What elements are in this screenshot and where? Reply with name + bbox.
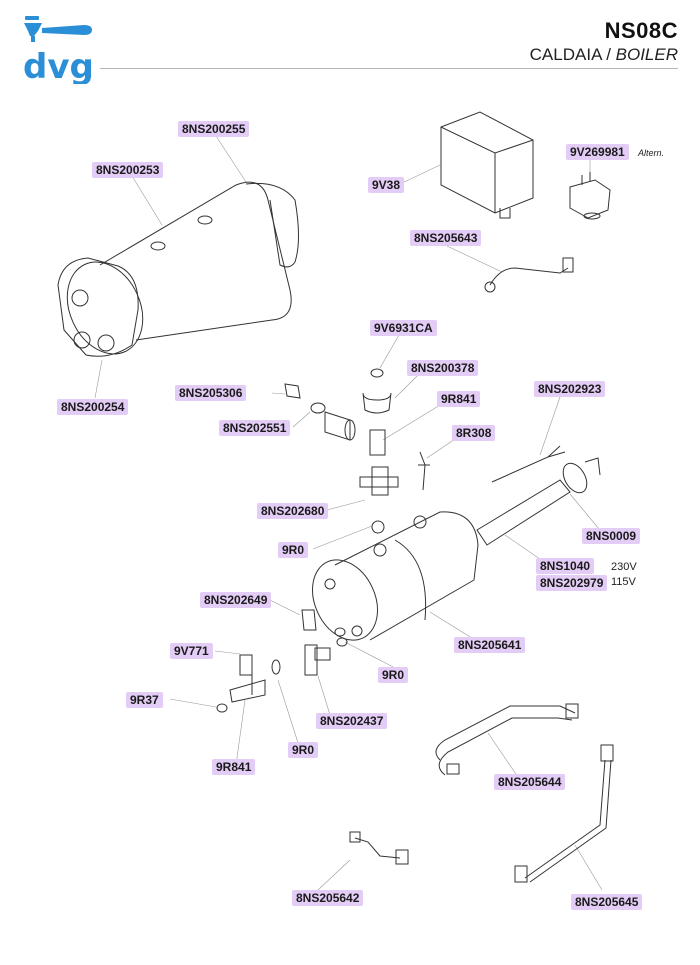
part-label[interactable]: 9R841 (437, 391, 481, 407)
part-label[interactable]: 8NS202551 (219, 420, 291, 436)
fittings-drawing (216, 609, 348, 713)
part-label[interactable]: 8NS205644 (494, 774, 566, 790)
part-label[interactable]: 8NS202649 (200, 592, 272, 608)
boiler-tank-drawing (312, 511, 479, 641)
voltage-note: 115V (611, 576, 636, 588)
pipe-205645-drawing (514, 744, 614, 883)
part-label[interactable]: 9R0 (288, 742, 319, 758)
title-it: CALDAIA (529, 45, 602, 64)
part-label[interactable]: 8NS200255 (178, 121, 250, 137)
pipe-205643-drawing (484, 257, 574, 293)
part-label[interactable]: 8NS202979 (536, 575, 608, 591)
header-rule (100, 68, 678, 69)
part-label[interactable]: 9R0 (378, 667, 409, 683)
part-label[interactable]: 8NS200253 (92, 162, 164, 178)
part-note: Altern. (638, 148, 665, 158)
part-label[interactable]: 8NS205306 (175, 385, 247, 401)
part-label[interactable]: 8NS205643 (410, 230, 482, 246)
part-label[interactable]: 8NS205645 (571, 894, 643, 910)
part-label[interactable]: 8NS1040 (536, 558, 595, 574)
heating-element-drawing (476, 457, 601, 546)
voltage-note: 230V (611, 561, 637, 573)
part-label[interactable]: 8NS202680 (257, 503, 329, 519)
pipe-205644-drawing (435, 703, 579, 776)
part-label[interactable]: 8NS202437 (316, 713, 388, 729)
boiler-casing-drawing (57, 181, 299, 357)
pressure-switch-drawing (440, 111, 534, 219)
dvg-logo: dvg (23, 16, 94, 84)
alt-pressure-switch-drawing (569, 172, 611, 220)
part-label[interactable]: 9V38 (368, 177, 405, 193)
part-label[interactable]: 9V269981 (566, 144, 629, 160)
part-label[interactable]: 9R0 (278, 542, 309, 558)
part-label[interactable]: 8NS0009 (582, 528, 641, 544)
part-label[interactable]: 8NS200378 (407, 360, 479, 376)
part-label[interactable]: 8R308 (452, 425, 496, 441)
part-label[interactable]: 8NS202923 (534, 381, 606, 397)
valve-group-drawing (284, 368, 430, 496)
part-label[interactable]: 8NS205641 (454, 637, 526, 653)
probe-drawing (491, 445, 566, 483)
part-label[interactable]: 9V771 (170, 643, 213, 659)
pipe-205642-drawing (349, 831, 409, 865)
page-subtitle: CALDAIA / BOILER (530, 45, 678, 65)
part-label[interactable]: 9V6931CA (370, 320, 437, 336)
svg-text:dvg: dvg (23, 47, 94, 84)
page-code: NS08C (604, 18, 678, 43)
part-label[interactable]: 8NS205642 (292, 890, 364, 906)
title-separator: / (601, 45, 616, 64)
part-label[interactable]: 9R841 (212, 759, 256, 775)
title-en: BOILER (615, 45, 678, 64)
part-label[interactable]: 8NS200254 (57, 399, 129, 415)
part-label[interactable]: 9R37 (126, 692, 163, 708)
